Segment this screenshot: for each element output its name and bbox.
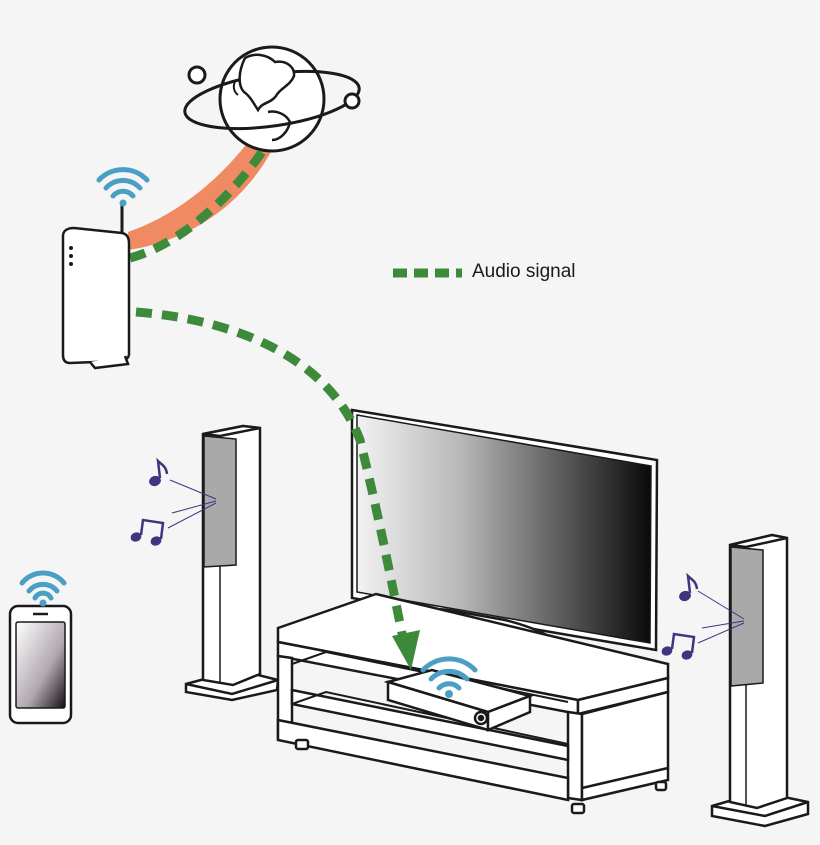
smartphone-icon (8, 604, 73, 725)
audio-signal-arrowhead (392, 630, 420, 670)
music-note-icon (149, 457, 169, 487)
music-note-icon (130, 518, 165, 546)
router-icon (61, 205, 131, 370)
wifi-icon (19, 570, 67, 607)
sound-waves (167, 479, 217, 529)
internet-link (128, 142, 272, 250)
receiver-icon (383, 668, 535, 732)
left-speaker (184, 424, 280, 702)
audio-signal-internet (128, 149, 266, 263)
wifi-icon (96, 167, 150, 207)
sound-waves (697, 590, 745, 644)
music-note-icon (661, 632, 696, 660)
right-speaker (710, 533, 810, 828)
audio-signal-receiver (135, 307, 410, 649)
globe-icon (183, 45, 361, 153)
music-note-icon (679, 572, 699, 602)
wifi-icon (420, 656, 478, 698)
legend-label: Audio signal (472, 261, 576, 282)
